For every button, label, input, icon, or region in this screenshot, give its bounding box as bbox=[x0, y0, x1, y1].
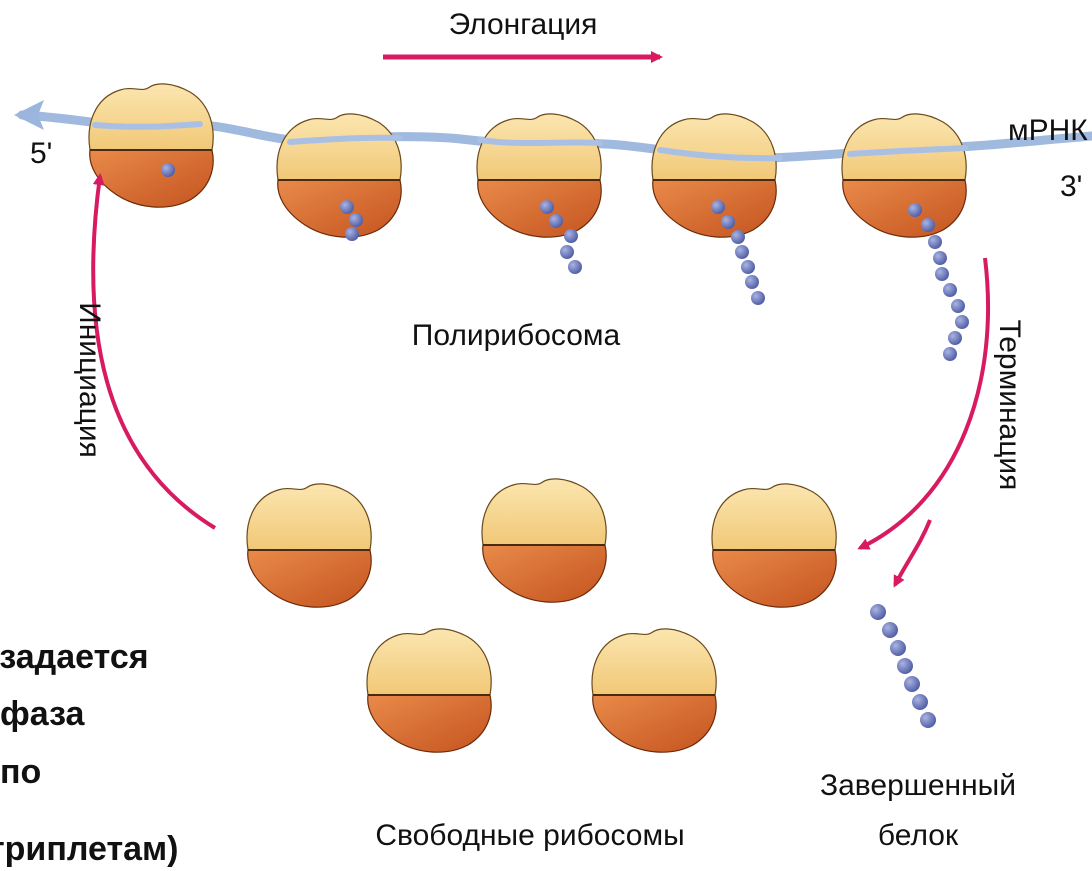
elongation-label: Элонгация bbox=[449, 8, 598, 41]
peptide-chain-1 bbox=[161, 163, 175, 177]
mrna-label: мРНК bbox=[1008, 114, 1088, 147]
side-note-line2: фаза bbox=[0, 695, 86, 733]
ribosome-4 bbox=[652, 114, 776, 237]
polyribosome-label: Полирибосома bbox=[412, 319, 621, 352]
free-ribosome-3 bbox=[712, 484, 836, 607]
free-ribosomes-label: Свободные рибосомы bbox=[375, 819, 684, 852]
free-ribosome-1 bbox=[247, 484, 371, 607]
side-note-line1: (задается bbox=[0, 638, 149, 676]
termination-label: Терминация bbox=[993, 320, 1026, 491]
initiation-arrow bbox=[93, 176, 215, 528]
termination-branch-arrow bbox=[895, 520, 930, 585]
free-ribosome-2 bbox=[482, 479, 606, 602]
ribosome-5 bbox=[842, 114, 966, 237]
free-ribosome-4 bbox=[367, 629, 491, 752]
side-note: (задается фаза по триплетам) bbox=[0, 638, 179, 868]
polyribosome-ribosomes bbox=[89, 84, 966, 237]
side-note-line4: триплетам) bbox=[0, 830, 179, 868]
free-ribosomes bbox=[247, 479, 836, 752]
ribosome-3 bbox=[477, 114, 601, 237]
initiation-label: Инициация bbox=[73, 302, 106, 458]
five-prime-label: 5' bbox=[30, 137, 52, 170]
side-note-line3: по bbox=[0, 753, 41, 791]
three-prime-label: 3' bbox=[1060, 170, 1082, 203]
finished-protein-label-line2: белок bbox=[878, 819, 959, 852]
termination-arrow bbox=[860, 258, 988, 548]
finished-protein-label-line1: Завершенный bbox=[820, 769, 1016, 802]
free-ribosome-5 bbox=[592, 629, 716, 752]
finished-protein-chain bbox=[870, 604, 936, 728]
ribosome-2 bbox=[277, 114, 401, 237]
ribosome-1 bbox=[89, 84, 213, 207]
